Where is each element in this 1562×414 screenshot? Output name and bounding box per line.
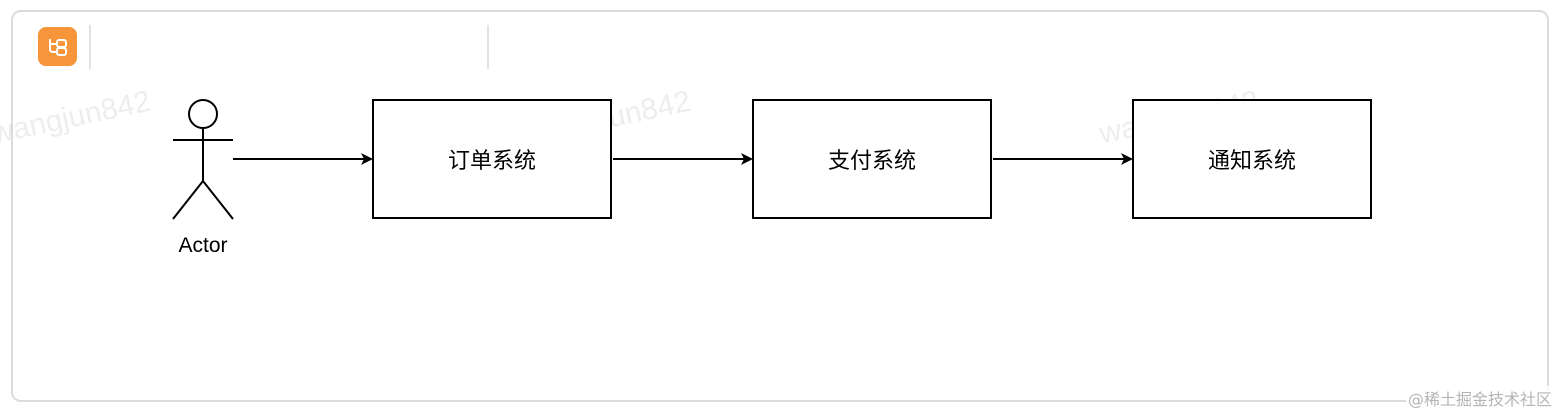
node-payment-system[interactable]: 支付系统: [752, 99, 992, 219]
mindmap-glyph: [48, 38, 67, 56]
actor-label: Actor: [178, 234, 228, 257]
node-payment-system-label: 支付系统: [827, 149, 916, 174]
node-notify-system-label: 通知系统: [1207, 149, 1296, 174]
toolbar-divider-right: [487, 25, 489, 69]
node-order-system-label: 订单系统: [447, 149, 536, 174]
footer-credit: @稀土掘金技术社区: [1405, 386, 1554, 410]
mindmap-icon[interactable]: [38, 27, 77, 66]
stick-figure-icon[interactable]: [172, 99, 234, 220]
node-notify-system[interactable]: 通知系统: [1132, 99, 1372, 219]
node-order-system[interactable]: 订单系统: [372, 99, 612, 219]
toolbar-divider-left: [89, 25, 91, 69]
